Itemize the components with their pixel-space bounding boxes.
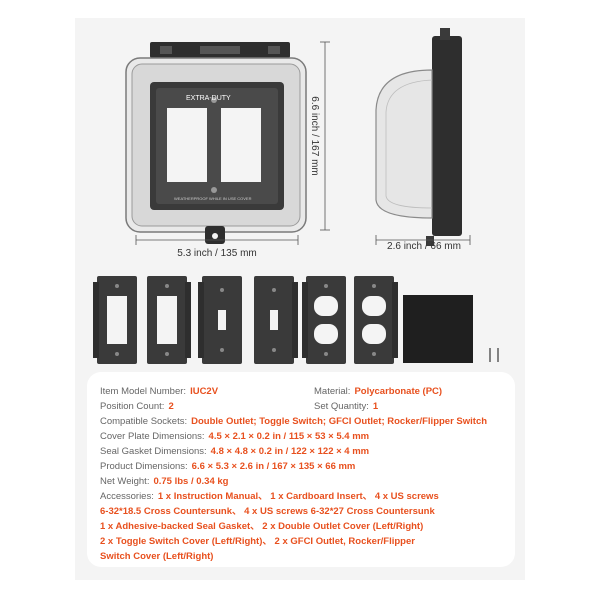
depth-dimension-label: 2.6 inch / 66 mm — [387, 241, 461, 252]
cover-small-text: WEATHERPROOF WHILE IN USE COVER — [174, 196, 252, 201]
height-dimension-label: 6.6 inch / 167 mm — [309, 96, 320, 175]
accessories-line-2: 6-32*18.5 Cross Countersunk、 4 x US scre… — [100, 506, 435, 517]
spec-position-count: Position Count:2 — [100, 401, 174, 412]
gfci-outlet-cover-right — [354, 276, 398, 364]
spec-cover-plate-dimensions: Cover Plate Dimensions:4.5 × 2.1 × 0.2 i… — [100, 431, 370, 442]
toggle-switch-cover-left — [198, 276, 242, 364]
double-outlet-cover-left — [93, 276, 137, 364]
cover-front-view: EXTRA-DUTY WEATHERPROOF WHILE IN USE COV… — [93, 28, 499, 364]
seal-gasket — [403, 295, 473, 363]
spec-compatible-sockets: Compatible Sockets:Double Outlet; Toggle… — [100, 416, 488, 427]
width-dimension-label: 5.3 inch / 135 mm — [177, 248, 256, 259]
accessories-line-4: 2 x Toggle Switch Cover (Left/Right)、 2 … — [100, 536, 415, 547]
spec-seal-gasket-dimensions: Seal Gasket Dimensions:4.8 × 4.8 × 0.2 i… — [100, 446, 370, 457]
spec-net-weight: Net Weight:0.75 lbs / 0.34 kg — [100, 476, 229, 487]
specifications-panel — [87, 372, 515, 567]
spec-product-dimensions: Product Dimensions:6.6 × 5.3 × 2.6 in / … — [100, 461, 356, 472]
cover-side-view — [375, 28, 462, 246]
accessories-line-3: 1 x Adhesive-backed Seal Gasket、 2 x Dou… — [100, 521, 424, 532]
product-label: EXTRA-DUTY — [186, 95, 231, 102]
accessories-line-5: Switch Cover (Left/Right) — [100, 551, 214, 562]
spec-set-quantity: Set Quantity:1 — [314, 401, 379, 412]
spec-model: Item Model Number:IUC2V — [100, 386, 219, 397]
gfci-outlet-cover-left — [302, 276, 346, 364]
double-outlet-cover-right — [147, 276, 191, 364]
spec-accessories: Accessories:1 x Instruction Manual、 1 x … — [100, 491, 439, 502]
screws-icon — [489, 348, 499, 362]
toggle-switch-cover-right — [254, 276, 298, 364]
spec-material: Material:Polycarbonate (PC) — [314, 386, 443, 397]
front-cover-illustration — [125, 42, 307, 244]
